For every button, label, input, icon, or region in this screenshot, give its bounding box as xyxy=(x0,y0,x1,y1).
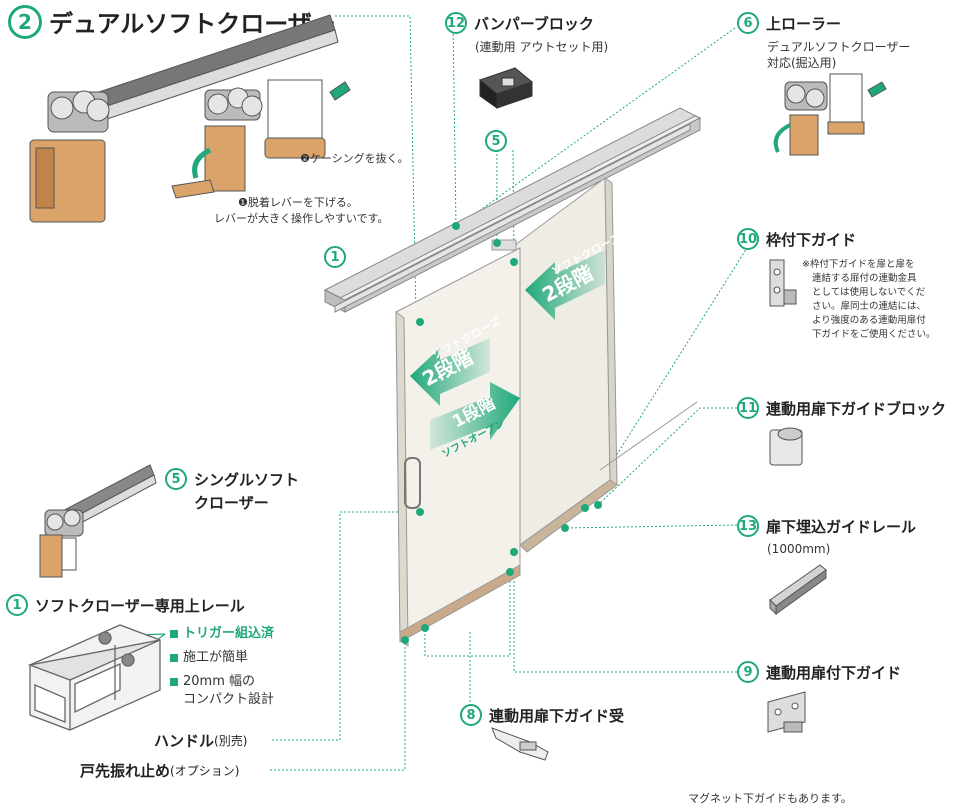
part-5-badge: 5 xyxy=(165,468,187,490)
part-1-main-badge: 1 xyxy=(324,246,346,268)
part-10-note-line: より強度のある連動用扉付 xyxy=(812,315,926,326)
feature-text: トリガー組込済 xyxy=(183,626,275,641)
door-arrows xyxy=(410,250,605,450)
part-8-label: 8 連動用扉下ガイド受 xyxy=(460,704,624,726)
upper-rail xyxy=(323,107,702,313)
part-12-badge: 12 xyxy=(445,12,467,34)
guide-block-illustration xyxy=(769,427,803,466)
part-11-badge: 11 xyxy=(737,397,759,419)
part-1-name: ソフトクローザー専用上レール xyxy=(35,596,245,615)
part-12-sub: (連動用 アウトセット用) xyxy=(475,40,609,54)
part-10-note-line: 連結する扉付の連動金具 xyxy=(812,273,917,284)
step-1-note: ❶脱着レバーを下げる。 xyxy=(238,196,358,209)
part-6-label: 6 上ローラー xyxy=(737,12,841,34)
part-5-main-badge: 5 xyxy=(485,130,507,152)
part-1-main-badge-wrap: 1 xyxy=(324,246,353,268)
part-10-badge: 10 xyxy=(737,228,759,250)
part-10-note-line: としては使用しないでくだ xyxy=(812,287,926,298)
stopper-label: 戸先振れ止め (オプション) xyxy=(80,760,239,781)
part-9-name: 連動用扉付下ガイド xyxy=(766,663,902,682)
part-6-name: 上ローラー xyxy=(766,14,842,33)
soft-closer-rail-illustration xyxy=(27,624,161,731)
handle-label: ハンドル (別売) xyxy=(154,730,247,751)
upper-roller-illustration xyxy=(773,73,887,156)
bullet-square-icon xyxy=(170,653,178,662)
part-10-note: ※枠付下ガイドを扉と扉を 連結する扉付の連動金具 としては使用しないでくだ さい… xyxy=(802,258,936,342)
part-13-badge: 13 xyxy=(737,515,759,537)
part-5-name-1: シングルソフト xyxy=(194,470,300,489)
part-13-label: 13 扉下埋込ガイドレール xyxy=(737,515,916,537)
front-door xyxy=(395,247,521,648)
feature-text: 20mm 幅の xyxy=(183,674,256,689)
feature-text: 施工が簡単 xyxy=(183,650,249,665)
handle-main: ハンドル xyxy=(154,732,215,750)
part-13-name: 扉下埋込ガイドレール xyxy=(766,517,917,536)
part-11-label: 11 連動用扉下ガイドブロック xyxy=(737,397,946,419)
stopper-paren: (オプション) xyxy=(170,764,240,778)
feature-trigger: トリガー組込済 xyxy=(170,624,274,644)
part-12-name: バンパーブロック xyxy=(474,14,594,33)
handle-paren: (別売) xyxy=(214,734,248,748)
part-10-note-line: ※枠付下ガイドを扉と扉を xyxy=(802,259,915,270)
part-5-name-2: クローザー xyxy=(194,494,269,512)
part-6-sub-2: 対応(掘込用) xyxy=(767,56,837,70)
step-2-note: ❷ケーシングを抜く。 xyxy=(300,152,409,165)
feature-easy: 施工が簡単 xyxy=(170,648,248,668)
bumper-block-illustration xyxy=(478,67,534,109)
stopper-main: 戸先振れ止め xyxy=(80,762,171,780)
title-number-badge: 2 xyxy=(8,4,42,39)
embedded-rail-illustration xyxy=(769,564,827,616)
part-10-note-line: 下ガイドをご使用ください。 xyxy=(812,329,936,340)
feature-compact: コンパクト設計 xyxy=(183,692,275,707)
floor-guide-line xyxy=(599,401,698,471)
door-lower-guide-illustration xyxy=(767,691,806,733)
part-10-note-line: さい。扉同士の連結には、 xyxy=(812,301,927,312)
guide-receiver-illustration xyxy=(491,727,549,761)
part-10-name: 枠付下ガイド xyxy=(766,230,857,249)
part-1-label: 1 ソフトクローザー専用上レール xyxy=(6,594,245,616)
part-10-label: 10 枠付下ガイド xyxy=(737,228,856,250)
part-6-sub-1: デュアルソフトクローザー xyxy=(767,40,911,54)
step-1-sub-note: レバーが大きく操作しやすいです。 xyxy=(214,212,389,225)
frame-lower-guide-illustration xyxy=(769,259,797,307)
part-5-label: 5 シングルソフト xyxy=(165,468,299,490)
bullet-square-icon xyxy=(170,677,178,686)
part-1-badge: 1 xyxy=(6,594,28,616)
dual-closer-illustration xyxy=(29,14,339,223)
part-8-badge: 8 xyxy=(460,704,482,726)
footer-note: マグネット下ガイドもあります。 xyxy=(688,792,852,805)
part-11-name: 連動用扉下ガイドブロック xyxy=(766,399,947,418)
single-closer-illustration xyxy=(39,464,157,578)
part-5-main-badge-wrap: 5 xyxy=(485,130,514,152)
bullet-square-icon xyxy=(170,629,178,638)
leader-lines xyxy=(270,15,753,771)
part-8-name: 連動用扉下ガイド受 xyxy=(489,706,625,725)
removal-step-illustration xyxy=(171,79,351,199)
feature-width: 20mm 幅の xyxy=(170,672,255,692)
part-6-badge: 6 xyxy=(737,12,759,34)
part-12-label: 12 バンパーブロック xyxy=(445,12,594,34)
part-13-sub: (1000mm) xyxy=(767,542,831,556)
part-9-label: 9 連動用扉付下ガイド xyxy=(737,661,901,683)
part-9-badge: 9 xyxy=(737,661,759,683)
